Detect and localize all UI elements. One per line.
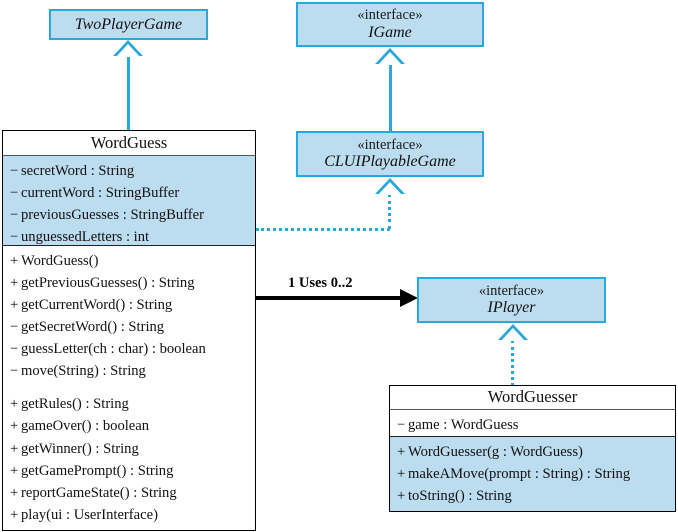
methods-section-wordguess: +WordGuess() +getPreviousGuesses() : Str… [3,245,255,530]
method-text: WordGuess() [21,252,99,269]
method-text: getPreviousGuesses() : String [21,274,195,291]
method-row: +WordGuess() [10,250,249,272]
attribute-row: −currentWord : StringBuffer [10,182,249,204]
attributes-section-wordguesser: −game : WordGuess [390,409,675,436]
interface-box-cluiplayablegame[interactable]: «interface» CLUIPlayableGame [296,131,484,177]
interface-box-iplayer[interactable]: «interface» IPlayer [417,277,606,323]
method-row: +toString() : String [397,485,669,507]
class-header-wordguess: WordGuess [3,131,255,156]
section-divider-wordguesser [390,435,675,437]
class-box-wordguess[interactable]: WordGuess −secretWord : String −currentW… [2,130,256,531]
visibility-marker: + [10,418,19,435]
realization-line-wordguesser-iplayer [511,340,514,386]
visibility-marker: + [397,465,406,482]
section-divider-wordguess [3,244,255,246]
method-row: +play(ui : UserInterface) [10,504,249,526]
attribute-row: −secretWord : String [10,160,249,182]
method-row: +makeAMove(prompt : String) : String [397,463,669,485]
method-row: −getSecretWord() : String [10,316,249,338]
stereotype-iplayer: «interface» [478,282,545,299]
method-text: getCurrentWord() : String [21,296,173,313]
association-line-uses [256,296,402,300]
method-row: +getCurrentWord() : String [10,294,249,316]
method-row: +getRules() : String [10,393,249,415]
realization-line-h-wordguess-cluiplayablegame [256,228,390,231]
realization-line-v-wordguess-cluiplayablegame [388,194,391,229]
attributes-section-wordguess: −secretWord : String −currentWord : Stri… [3,155,255,248]
attribute-row: −unguessedLetters : int [10,226,249,248]
visibility-marker: + [10,440,19,457]
attribute-row: −game : WordGuess [397,414,669,436]
visibility-marker: − [10,341,19,358]
interface-name-igame: IGame [368,23,412,41]
method-text: getRules() : String [21,396,129,413]
method-row: −guessLetter(ch : char) : boolean [10,338,249,360]
attribute-text: currentWord : StringBuffer [21,184,180,201]
attribute-text: game : WordGuess [408,416,519,433]
interface-name-iplayer: IPlayer [487,299,536,317]
visibility-marker: − [10,319,19,336]
visibility-marker: − [10,206,19,223]
attribute-text: secretWord : String [21,162,135,179]
method-text: getSecretWord() : String [21,319,165,336]
class-name-wordguesser: WordGuesser [487,387,578,407]
class-name-wordguess: WordGuess [90,132,168,152]
attribute-text: unguessedLetters : int [21,229,150,246]
method-text: getGamePrompt() : String [21,462,174,479]
visibility-marker: − [10,184,19,201]
method-row: +getPreviousGuesses() : String [10,272,249,294]
realization-arrowhead-inner-iplayer [501,328,525,341]
attribute-row: −previousGuesses : StringBuffer [10,204,249,226]
visibility-marker: + [10,296,19,313]
visibility-marker: + [10,274,19,291]
class-box-two-player-game[interactable]: TwoPlayerGame [49,9,208,40]
stereotype-igame: «interface» [357,7,423,24]
method-row: +reportGameState() : String [10,482,249,504]
interface-box-igame[interactable]: «interface» IGame [296,2,484,47]
interface-name-cluiplayablegame: CLUIPlayableGame [324,153,456,171]
generalization-line-cluiplayablegame-igame [388,63,392,131]
visibility-marker: + [10,252,19,269]
generalization-line-wordguess-twoplayergame [126,55,130,131]
method-text: play(ui : UserInterface) [21,506,158,523]
method-text: reportGameState() : String [21,484,177,501]
visibility-marker: + [10,506,19,523]
method-text: makeAMove(prompt : String) : String [408,465,631,482]
visibility-marker: + [397,443,406,460]
method-text: guessLetter(ch : char) : boolean [21,341,206,358]
method-text: gameOver() : boolean [21,418,150,435]
visibility-marker: + [10,396,19,413]
attribute-text: previousGuesses : StringBuffer [21,206,204,223]
method-row: +getWinner() : String [10,438,249,460]
method-row: +gameOver() : boolean [10,415,249,437]
visibility-marker: − [397,416,406,433]
method-row: −move(String) : String [10,360,249,382]
visibility-marker: − [10,363,19,380]
association-label-uses: 1 Uses 0..2 [288,275,353,291]
generalization-arrowhead-inner-igame [378,52,402,65]
realization-arrowhead-inner-cluiplayablegame [378,182,402,195]
stereotype-cluiplayablegame: «interface» [357,136,423,153]
visibility-marker: + [10,484,19,501]
generalization-arrowhead-inner-twoplayergame [116,44,140,57]
method-row: +getGamePrompt() : String [10,460,249,482]
class-header-wordguesser: WordGuesser [390,386,675,410]
method-row: +WordGuesser(g : WordGuess) [397,441,669,463]
class-box-wordguesser[interactable]: WordGuesser −game : WordGuess +WordGuess… [389,385,676,512]
method-group-spacer [10,382,249,393]
visibility-marker: − [10,162,19,179]
visibility-marker: + [397,487,406,504]
methods-section-wordguesser: +WordGuesser(g : WordGuess) +makeAMove(p… [390,436,675,511]
method-text: toString() : String [408,487,512,504]
class-name-two-player-game: TwoPlayerGame [74,15,183,33]
method-text: getWinner() : String [21,440,139,457]
visibility-marker: − [10,229,19,246]
method-text: move(String) : String [21,363,146,380]
method-text: WordGuesser(g : WordGuess) [408,443,583,460]
visibility-marker: + [10,462,19,479]
association-arrowhead-uses [400,288,418,307]
